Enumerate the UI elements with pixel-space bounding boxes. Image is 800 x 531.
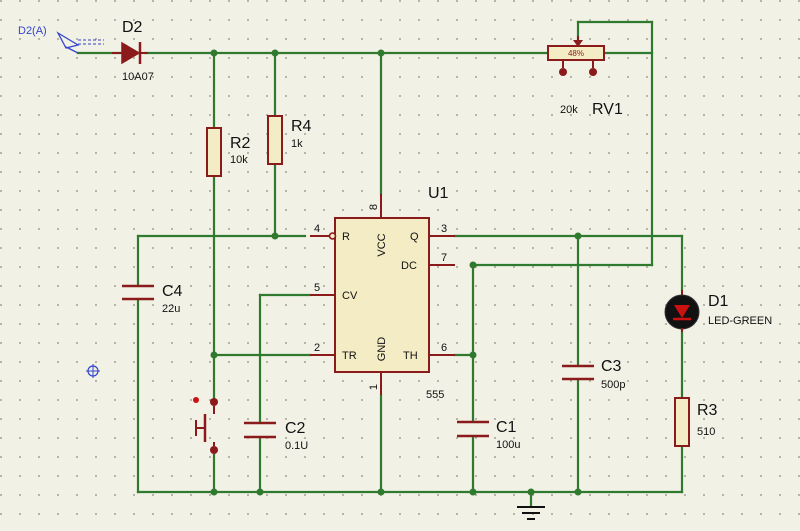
- origin-marker-icon: [86, 364, 100, 378]
- d1-led[interactable]: [664, 290, 700, 332]
- c3-value: 500p: [601, 379, 625, 391]
- r3-value: 510: [697, 426, 715, 438]
- rv1-ref: RV1: [592, 101, 623, 118]
- u1-ic-555[interactable]: [310, 194, 455, 395]
- probe-label: D2(A): [18, 25, 47, 37]
- pin-name-cv: CV: [342, 290, 358, 302]
- wires[interactable]: [76, 20, 684, 508]
- pin-name-gnd: GND: [376, 337, 388, 362]
- pin-name-r: R: [342, 231, 350, 243]
- d1-value: LED-GREEN: [708, 315, 772, 327]
- u1-value: 555: [426, 389, 444, 401]
- voltage-probe-icon[interactable]: [56, 31, 104, 54]
- c3-ref: C3: [601, 358, 622, 375]
- d2-ref: D2: [122, 19, 143, 36]
- pin-num-gnd: 1: [368, 384, 380, 390]
- r4-value: 1k: [291, 138, 303, 150]
- c1-ref: C1: [496, 419, 517, 436]
- rv1-setting: 48%: [568, 49, 584, 58]
- pin-num-vcc: 8: [368, 204, 380, 210]
- pin-name-th: TH: [403, 350, 418, 362]
- rv1-value: 20k: [560, 104, 578, 116]
- pushbutton-switch[interactable]: [193, 397, 218, 454]
- r2-resistor[interactable]: [206, 127, 222, 177]
- pin-name-q: Q: [410, 231, 419, 243]
- pin-num-q: 3: [441, 223, 447, 235]
- pin-name-vcc: VCC: [376, 233, 388, 256]
- c3-capacitor[interactable]: [562, 364, 594, 381]
- d2-diode[interactable]: [112, 41, 148, 65]
- pin-num-tr: 2: [314, 342, 320, 354]
- pin-name-tr: TR: [342, 350, 357, 362]
- ground-symbol: [517, 506, 545, 520]
- pin-num-th: 6: [441, 342, 447, 354]
- r3-resistor[interactable]: [674, 397, 690, 447]
- r4-ref: R4: [291, 118, 312, 135]
- c4-capacitor[interactable]: [122, 284, 154, 301]
- c2-value: 0.1U: [285, 440, 308, 452]
- pin-name-dc: DC: [401, 260, 417, 272]
- pin-num-r: 4: [314, 223, 320, 235]
- d1-ref: D1: [708, 293, 729, 310]
- r2-ref: R2: [230, 135, 251, 152]
- d2-value: 10A07: [122, 71, 154, 83]
- r4-resistor[interactable]: [267, 115, 283, 165]
- pin-num-dc: 7: [441, 252, 447, 264]
- r3-ref: R3: [697, 402, 718, 419]
- c2-ref: C2: [285, 420, 306, 437]
- c4-ref: C4: [162, 283, 183, 300]
- junction-dots: [210, 49, 582, 496]
- c4-value: 22u: [162, 303, 180, 315]
- r2-value: 10k: [230, 154, 248, 166]
- c1-value: 100u: [496, 439, 520, 451]
- rv1-potentiometer[interactable]: [547, 36, 605, 76]
- u1-ref: U1: [428, 185, 449, 202]
- pin-num-cv: 5: [314, 282, 320, 294]
- c2-capacitor[interactable]: [244, 421, 276, 439]
- c1-capacitor[interactable]: [457, 420, 489, 438]
